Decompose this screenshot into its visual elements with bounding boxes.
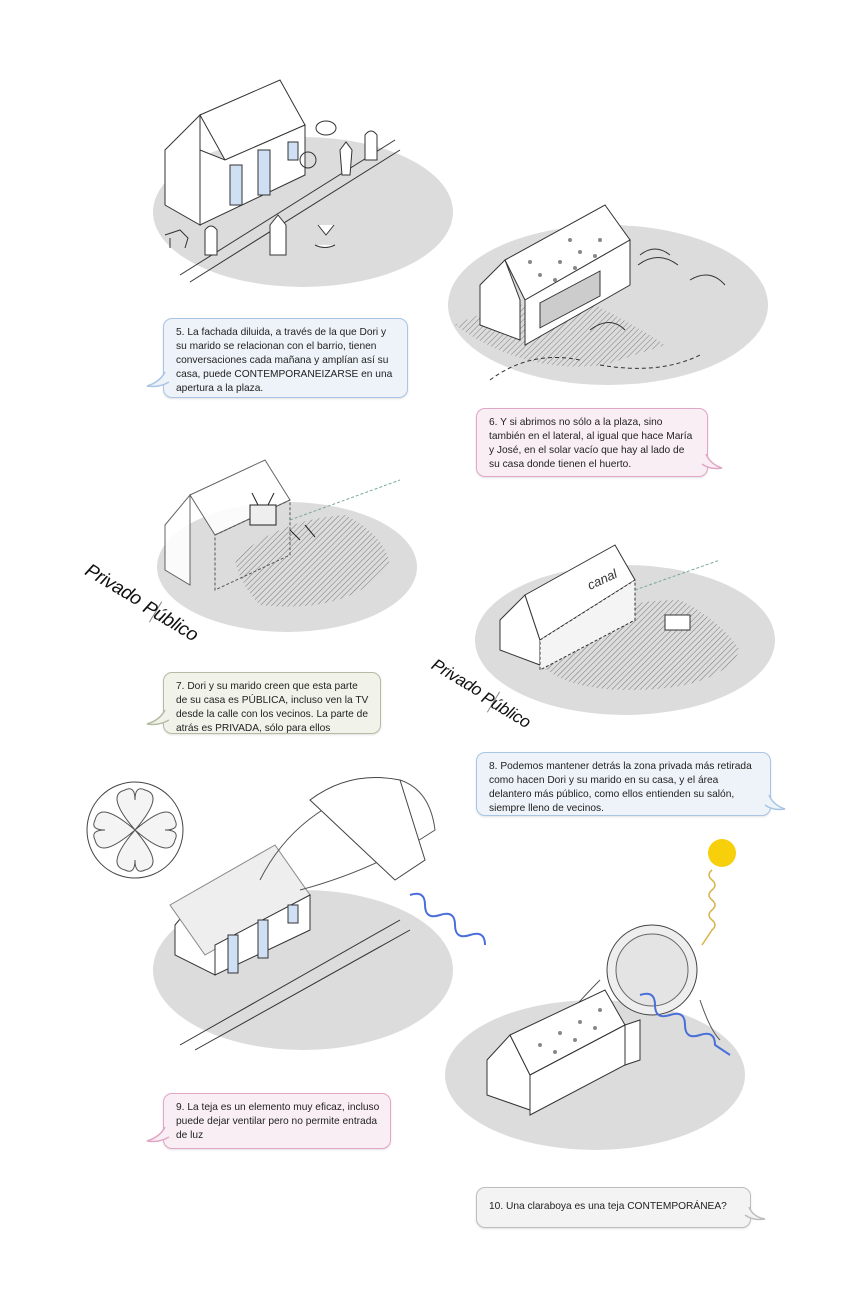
panel-9-illustration [86,777,486,1051]
caption-bubble-5: 5. La fachada diluida, a través de la qu… [163,318,408,398]
caption-bubble-10: 10. Una claraboya es una teja CONTEMPORÁ… [476,1187,751,1228]
panel-6-illustration [448,204,768,385]
caption-bubble-8: 8. Podemos mantener detrás la zona priva… [476,752,771,816]
panel-5-illustration [153,79,453,287]
panel-7-illustration [157,459,417,632]
wave-icon [639,992,731,1056]
caption-bubble-9: 9. La teja es un elemento muy eficaz, in… [163,1093,391,1149]
panel-8-illustration: canal [475,544,775,715]
panel-10-illustration [445,839,745,1150]
wave-icon [409,892,486,946]
caption-bubble-6: 6. Y si abrimos no sólo a la plaza, sino… [476,408,708,477]
sun-icon [708,839,736,867]
caption-bubble-7: 7. Dori y su marido creen que esta parte… [163,672,381,734]
